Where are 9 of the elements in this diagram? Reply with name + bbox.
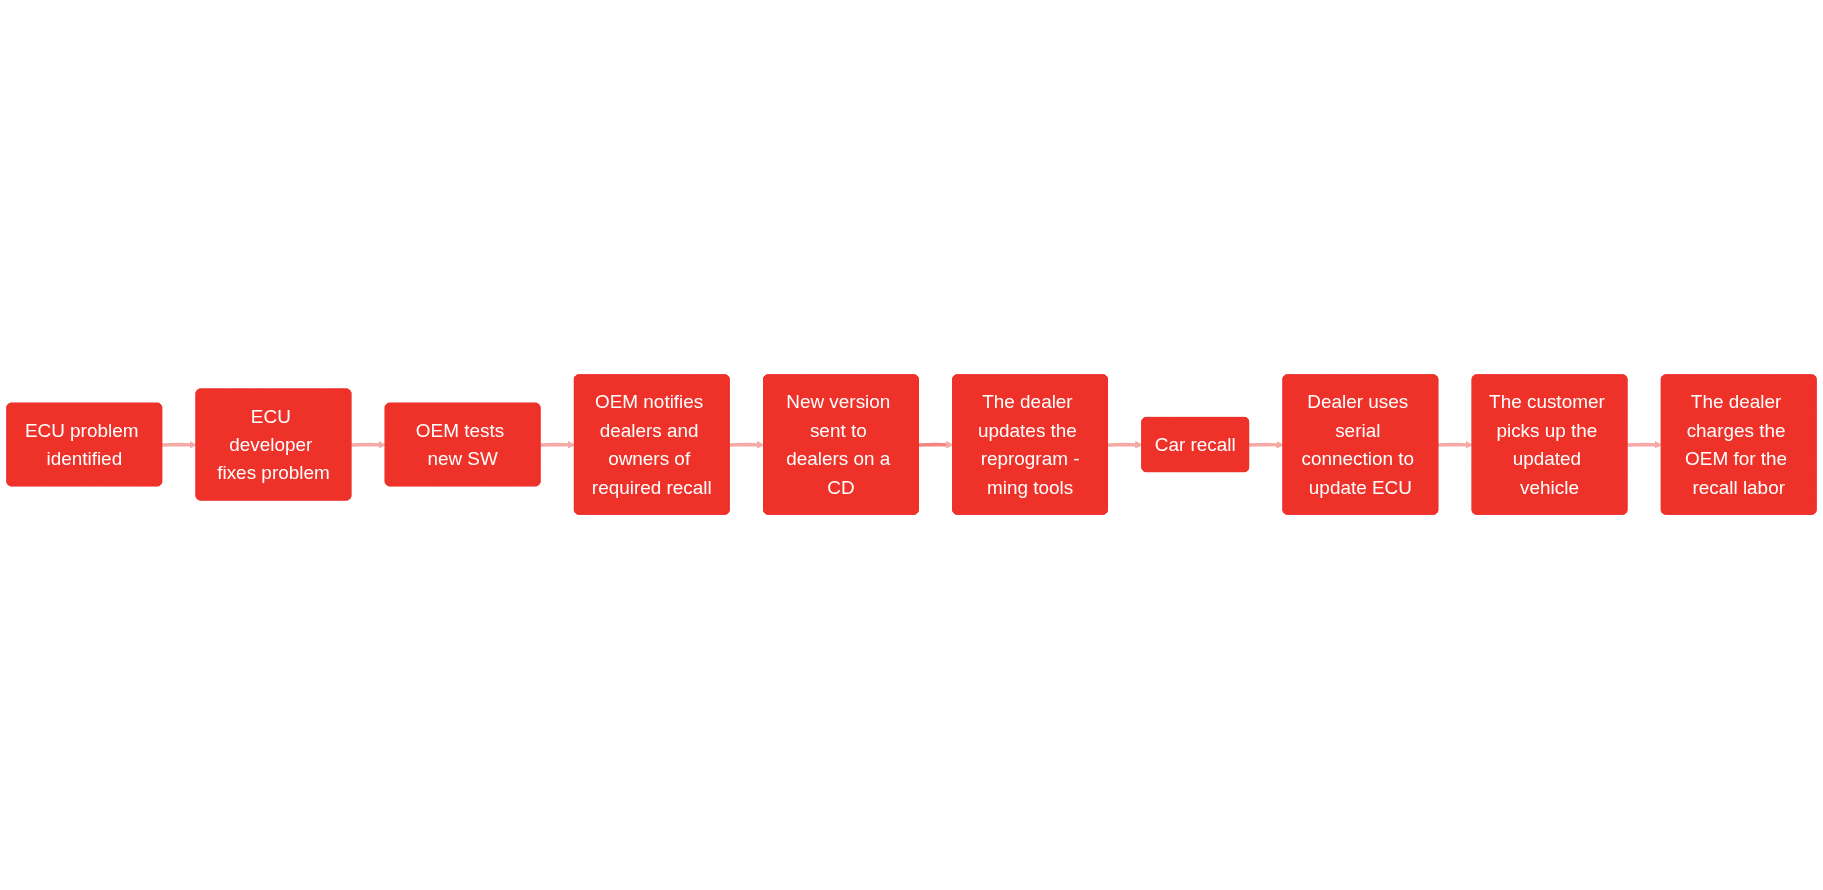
arrow	[918, 441, 954, 450]
arrow	[1627, 441, 1663, 450]
arrow	[1438, 441, 1473, 450]
arrow	[162, 441, 197, 450]
arrow	[351, 441, 386, 450]
arrow	[540, 441, 576, 450]
arrow	[729, 441, 765, 450]
arrow	[1107, 441, 1143, 450]
arrow	[1249, 441, 1284, 450]
